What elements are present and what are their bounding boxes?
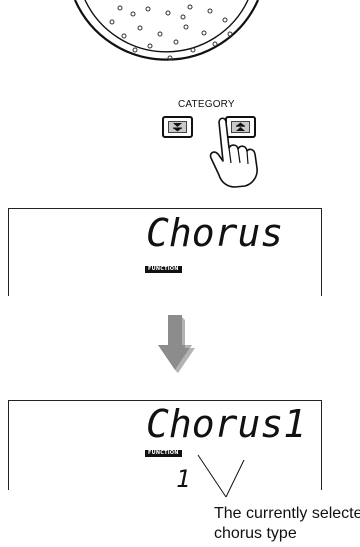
category-up-button-face [231, 121, 250, 133]
category-down-button[interactable] [162, 116, 193, 138]
lcd-display-before: Chorus FUNCTION [8, 208, 322, 296]
double-chevron-down-icon [173, 123, 182, 132]
callout-caption-line1: The currently selected [214, 505, 360, 522]
function-indicator: FUNCTION [145, 266, 182, 273]
lcd-value-text: 1 [176, 465, 191, 493]
lcd-main-text: Chorus1 [146, 402, 307, 446]
lcd-main-text: Chorus [146, 211, 284, 255]
function-indicator: FUNCTION [145, 450, 182, 457]
category-down-button-face [168, 121, 187, 133]
dial-icon [73, 0, 260, 61]
down-arrow-icon [158, 315, 195, 373]
category-up-button[interactable] [225, 116, 256, 138]
lcd-display-after: Chorus1 FUNCTION 1 [8, 400, 322, 493]
double-chevron-up-icon [236, 122, 245, 131]
callout-caption-line2: chorus type [214, 525, 297, 542]
category-label: CATEGORY [178, 99, 235, 110]
pointing-hand-icon [209, 117, 258, 188]
